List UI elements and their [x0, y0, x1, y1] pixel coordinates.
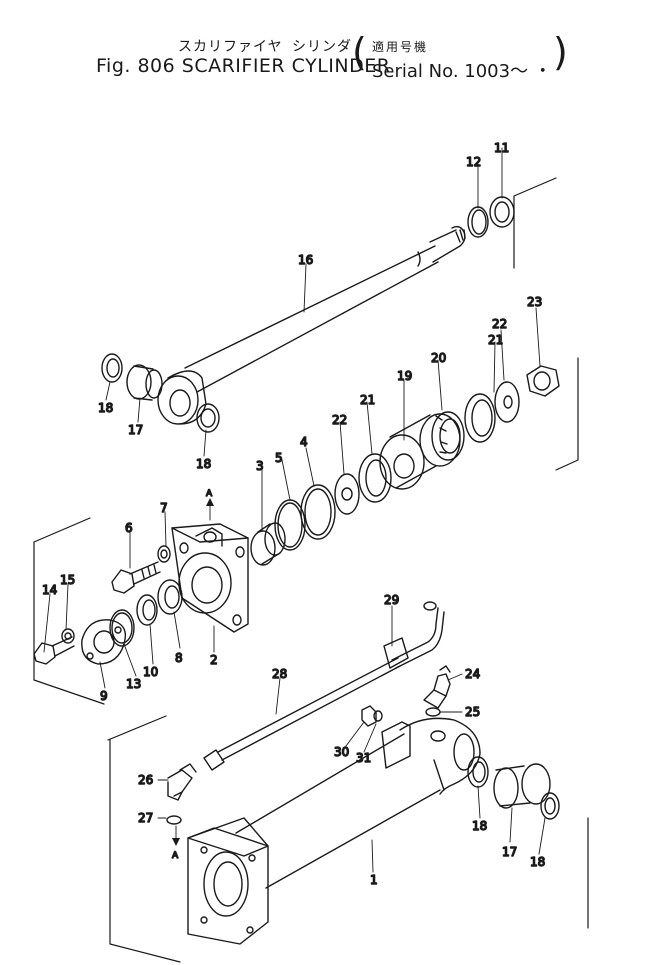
bolt-30: [361, 705, 377, 727]
rod-eye: [157, 370, 207, 425]
reference-arrows: [172, 498, 214, 846]
piston-body-19: [379, 413, 461, 490]
callout-18-tube-left: 18: [472, 819, 487, 833]
rod-bushing: [126, 364, 163, 401]
callout-1: 1: [370, 873, 378, 887]
piston-nut-23: [526, 365, 560, 397]
bolt-14: [33, 636, 75, 665]
callout-9: 9: [100, 689, 108, 703]
callout-28: 28: [272, 667, 287, 681]
callout-2: 2: [210, 653, 218, 667]
packing-8: [157, 579, 183, 615]
callout-25: 25: [465, 705, 480, 719]
washer-22-right: [494, 381, 520, 423]
callout-21-lower: 21: [360, 393, 375, 407]
o-ring-25: [425, 707, 441, 717]
callout-18-rod-right: 18: [196, 457, 211, 471]
callout-17-rod: 17: [128, 423, 143, 437]
bolt-6: [111, 561, 161, 594]
callout-26: 26: [138, 773, 153, 787]
callout-30: 30: [334, 745, 349, 759]
wear-ring-20: [431, 411, 465, 461]
assembly-bracket-lines: [33, 177, 589, 963]
elbow-fitting-24: [423, 665, 451, 709]
callout-3: 3: [256, 459, 264, 473]
callout-5: 5: [275, 451, 283, 465]
callout-18-tube-right: 18: [530, 855, 545, 869]
cylinder-bushing-17: [493, 763, 551, 809]
callout-17-tube: 17: [502, 845, 517, 859]
figure-title: Fig. 806 SCARIFIER CYLINDER: [96, 55, 391, 77]
callout-14: 14: [42, 583, 57, 597]
callout-22-lower: 22: [332, 413, 347, 427]
piston-rod: [184, 225, 466, 393]
figure-title-japanese: スカリファイヤ シリンダ: [178, 39, 353, 55]
reference-mark-a-top: A: [206, 489, 213, 499]
seal-ring-21-left: [358, 453, 392, 503]
callout-21-upper: 21: [488, 333, 503, 347]
rod-nut-seal-11: [489, 196, 515, 228]
callout-10: 10: [143, 665, 158, 679]
callout-23: 23: [527, 295, 542, 309]
reference-mark-a-bottom: A: [172, 851, 179, 861]
callout-12: 12: [466, 155, 481, 169]
callout-8: 8: [175, 651, 183, 665]
callout-6: 6: [125, 521, 133, 535]
rod-dust-seal-right: [196, 403, 220, 433]
callout-22-upper: 22: [492, 317, 507, 331]
serial-bracket-left: (: [352, 30, 367, 74]
bushing-3: [250, 522, 286, 566]
pipe-29: [383, 601, 445, 669]
cylinder-tube-1: [187, 717, 481, 945]
o-ring-13: [109, 609, 135, 647]
cylinder-head-2: [171, 523, 249, 633]
washer-7: [157, 545, 171, 563]
pipe-28: [203, 657, 401, 771]
callout-20: 20: [431, 351, 446, 365]
ring-10: [136, 594, 158, 626]
callout-19: 19: [397, 369, 412, 383]
callout-18-rod-left: 18: [98, 401, 113, 415]
rod-dust-seal-left: [101, 353, 123, 383]
dust-seal-18-tube-right: [540, 792, 560, 820]
rod-ring-12: [467, 206, 489, 238]
applicable-serial-label-japanese: 適用号機: [372, 40, 429, 54]
callout-15: 15: [60, 573, 75, 587]
callout-numbers: 1 2 3 4 5 6 7 8 9 10 11 12 13 14 15 16 1…: [41, 140, 546, 887]
elbow-fitting-26: [167, 763, 197, 801]
serial-bracket-right: ): [553, 30, 568, 74]
callout-24: 24: [465, 667, 480, 681]
mount-bracket: [381, 721, 411, 769]
callout-11: 11: [494, 141, 509, 155]
callout-7: 7: [160, 501, 168, 515]
callout-leaders: [43, 147, 546, 873]
washer-31: [373, 710, 383, 722]
washer-15: [61, 628, 75, 644]
callout-13: 13: [126, 677, 141, 691]
washer-22-left: [334, 473, 360, 515]
callout-31: 31: [356, 751, 371, 765]
o-ring-27: [166, 815, 182, 825]
callout-16: 16: [298, 253, 313, 267]
serial-number-range: Serial No. 1003～ ・: [372, 61, 552, 82]
o-ring-4: [300, 484, 336, 540]
callout-4: 4: [300, 435, 308, 449]
seal-ring-21-right: [464, 393, 496, 443]
callout-27: 27: [138, 811, 153, 825]
callout-29: 29: [384, 593, 399, 607]
